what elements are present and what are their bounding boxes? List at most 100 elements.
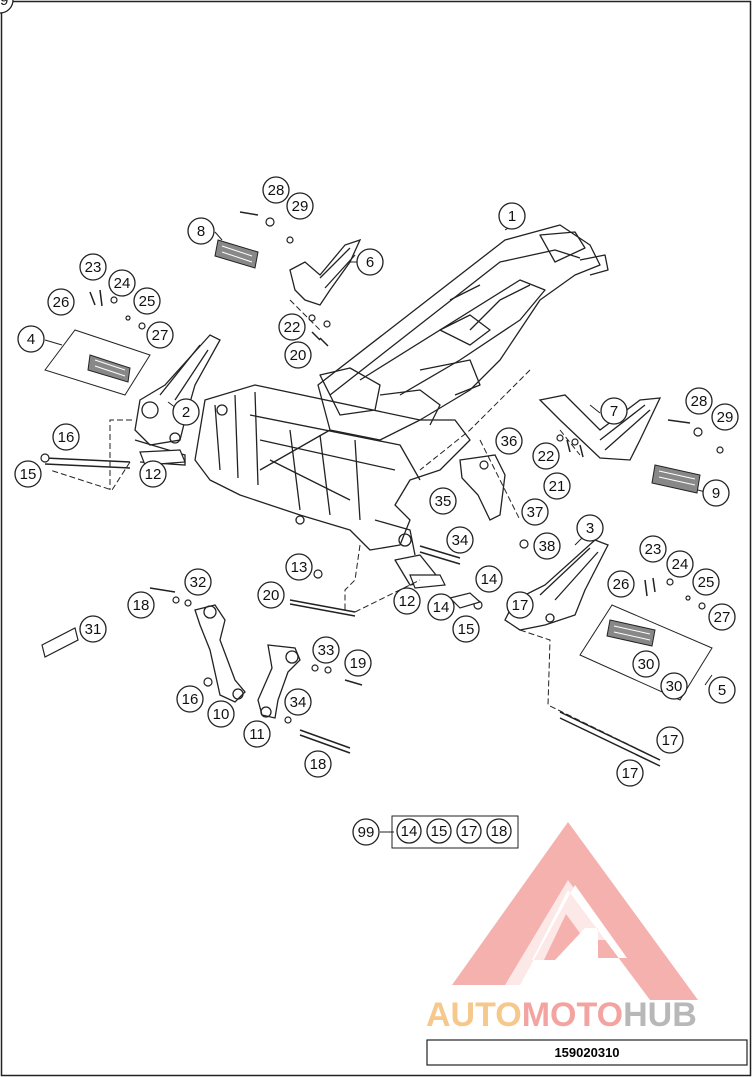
callout-5[interactable]: 5 xyxy=(708,676,736,704)
callout-23[interactable]: 23 xyxy=(79,253,107,281)
callout-12[interactable]: 12 xyxy=(393,587,421,615)
callout-24[interactable]: 24 xyxy=(666,550,694,578)
callout-29[interactable]: 29 xyxy=(286,192,314,220)
callout-circle xyxy=(284,341,312,369)
callout-circle xyxy=(576,514,604,542)
callout-circle xyxy=(127,591,155,619)
callout-27[interactable]: 27 xyxy=(708,603,736,631)
callout-label: 10 xyxy=(213,706,230,723)
callout-circle xyxy=(702,479,730,507)
callout-21[interactable]: 21 xyxy=(543,472,571,500)
callout-14[interactable]: 14 xyxy=(475,565,503,593)
callout-2[interactable]: 2 xyxy=(172,398,200,426)
callout-12[interactable]: 12 xyxy=(139,460,167,488)
kit-item-18[interactable]: 18 xyxy=(486,818,512,844)
callout-circle xyxy=(521,498,549,526)
kit-item-15[interactable]: 15 xyxy=(426,818,452,844)
callout-37[interactable]: 37 xyxy=(521,498,549,526)
callout-22[interactable]: 22 xyxy=(278,313,306,341)
callout-label: 27 xyxy=(152,327,169,344)
callout-17[interactable]: 17 xyxy=(506,591,534,619)
callout-label: 34 xyxy=(290,694,307,711)
callout-1[interactable]: 1 xyxy=(498,202,526,230)
callout-label: 17 xyxy=(662,732,679,749)
callout-label: 18 xyxy=(133,597,150,614)
callout-25[interactable]: 25 xyxy=(133,287,161,315)
kit-item-14[interactable]: 14 xyxy=(396,818,422,844)
callout-circle xyxy=(17,325,45,353)
callout-20[interactable]: 20 xyxy=(284,341,312,369)
callout-label: 20 xyxy=(263,587,280,604)
callout-17[interactable]: 17 xyxy=(656,726,684,754)
callout-29[interactable]: 29 xyxy=(711,403,739,431)
callout-label: 22 xyxy=(284,319,301,336)
callout-38[interactable]: 38 xyxy=(533,532,561,560)
callout-26[interactable]: 26 xyxy=(607,570,635,598)
callout-28[interactable]: 28 xyxy=(262,176,290,204)
watermark-logo xyxy=(452,822,698,1000)
kit-item-label: 15 xyxy=(431,823,448,840)
callout-circle xyxy=(184,568,212,596)
callout-23[interactable]: 23 xyxy=(639,535,667,563)
callout-24[interactable]: 24 xyxy=(108,269,136,297)
callout-label: 15 xyxy=(20,466,37,483)
callout-26[interactable]: 26 xyxy=(47,288,75,316)
callout-label: 2 xyxy=(182,404,190,421)
callout-label: 16 xyxy=(182,691,199,708)
callout-circle xyxy=(146,321,174,349)
callout-label: 25 xyxy=(698,574,715,591)
callout-circle xyxy=(285,553,313,581)
callout-31[interactable]: 31 xyxy=(79,615,107,643)
callout-circle xyxy=(187,217,215,245)
callout-8[interactable]: 8 xyxy=(187,217,215,245)
callout-label: 19 xyxy=(350,655,367,672)
callout-7[interactable]: 7 xyxy=(600,397,628,425)
callout-18[interactable]: 18 xyxy=(304,750,332,778)
callout-39[interactable]: 39 xyxy=(0,0,14,14)
kit-callout-99[interactable]: 99 xyxy=(352,818,380,846)
callout-15[interactable]: 15 xyxy=(452,615,480,643)
callout-17[interactable]: 17 xyxy=(616,759,644,787)
callout-22[interactable]: 22 xyxy=(532,442,560,470)
callout-label: 22 xyxy=(538,448,555,465)
assembly-lines xyxy=(49,299,661,761)
callout-circle xyxy=(393,587,421,615)
callout-19[interactable]: 19 xyxy=(344,649,372,677)
callout-30[interactable]: 30 xyxy=(660,672,688,700)
callout-32[interactable]: 32 xyxy=(184,568,212,596)
callout-18[interactable]: 18 xyxy=(127,591,155,619)
callout-34[interactable]: 34 xyxy=(446,526,474,554)
callout-16[interactable]: 16 xyxy=(52,423,80,451)
callout-circle xyxy=(600,397,628,425)
callout-6[interactable]: 6 xyxy=(356,248,384,276)
kit-item-17[interactable]: 17 xyxy=(456,818,482,844)
callout-11[interactable]: 11 xyxy=(243,720,271,748)
callout-label: 35 xyxy=(435,493,452,510)
callout-27[interactable]: 27 xyxy=(146,321,174,349)
callout-25[interactable]: 25 xyxy=(692,568,720,596)
callout-34[interactable]: 34 xyxy=(284,688,312,716)
callout-4[interactable]: 4 xyxy=(17,325,45,353)
callout-circle xyxy=(660,672,688,700)
callout-30[interactable]: 30 xyxy=(632,650,660,678)
callout-3[interactable]: 3 xyxy=(576,514,604,542)
callout-circle xyxy=(632,650,660,678)
callout-label: 20 xyxy=(290,347,307,364)
bushing-14 xyxy=(448,592,482,609)
callout-15[interactable]: 15 xyxy=(14,460,42,488)
callout-36[interactable]: 36 xyxy=(495,427,523,455)
callout-35[interactable]: 35 xyxy=(429,487,457,515)
callout-10[interactable]: 10 xyxy=(207,700,235,728)
callout-9[interactable]: 9 xyxy=(702,479,730,507)
callout-20[interactable]: 20 xyxy=(257,581,285,609)
callout-13[interactable]: 13 xyxy=(285,553,313,581)
callout-label: 6 xyxy=(366,254,374,271)
callout-28[interactable]: 28 xyxy=(685,387,713,415)
callout-14[interactable]: 14 xyxy=(427,593,455,621)
callout-circle xyxy=(262,176,290,204)
callout-33[interactable]: 33 xyxy=(312,636,340,664)
footpeg-rubber-left-rear xyxy=(214,239,259,269)
callout-16[interactable]: 16 xyxy=(176,685,204,713)
callout-circle xyxy=(284,688,312,716)
